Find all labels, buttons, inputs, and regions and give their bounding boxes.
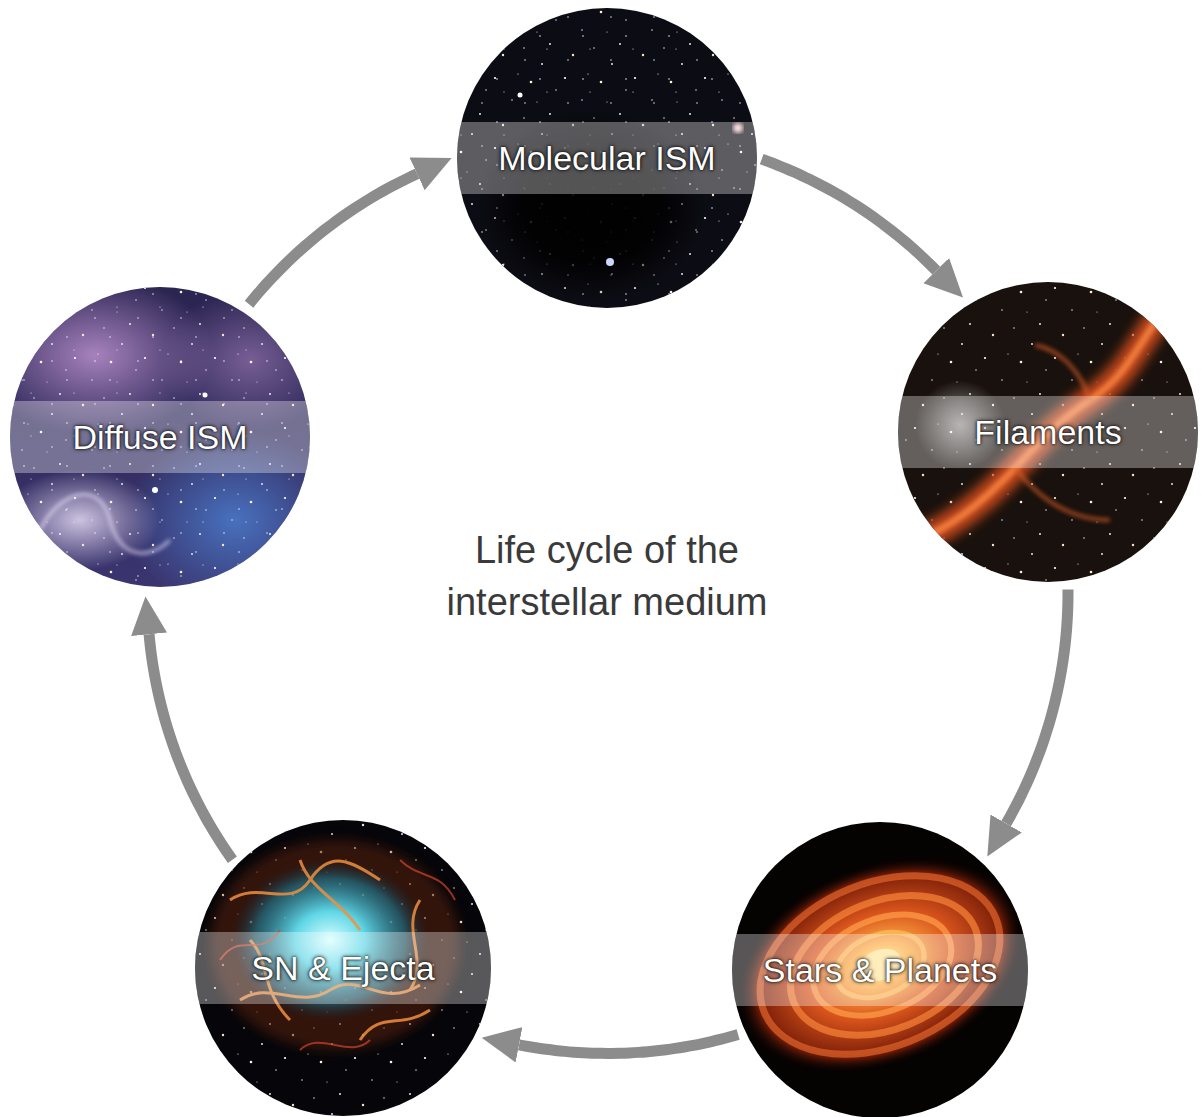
stage-circle: Diffuse ISM <box>10 287 310 587</box>
stage-label: Molecular ISM <box>498 139 715 178</box>
cycle-arrow <box>762 159 937 270</box>
stage-circle: SN & Ejecta <box>195 820 491 1116</box>
diffuse-nebula-photo <box>0 275 345 610</box>
diagram-title: Life cycle of the interstellar medium <box>407 524 807 629</box>
label-band: Stars & Planets <box>732 934 1028 1006</box>
cycle-arrow <box>1006 589 1068 823</box>
stage-circle: Stars & Planets <box>732 822 1028 1117</box>
label-band: Filaments <box>898 396 1198 468</box>
cycle-arrow <box>249 174 417 304</box>
dark-cloud-photo <box>450 0 770 320</box>
stage-circle: Molecular ISM <box>457 8 757 308</box>
supernova-remnant-photo <box>190 815 500 1117</box>
protoplanetary-disc-photo <box>703 815 1056 1117</box>
stage-circle: Filaments <box>898 282 1198 582</box>
stage-label: Stars & Planets <box>763 951 997 990</box>
cycle-arrow <box>519 1035 738 1054</box>
filament-photo <box>895 280 1203 590</box>
stage-label: SN & Ejecta <box>251 949 434 988</box>
label-band: Molecular ISM <box>457 122 757 194</box>
label-band: Diffuse ISM <box>10 401 310 473</box>
stage-label: Diffuse ISM <box>72 418 247 457</box>
label-band: SN & Ejecta <box>195 932 491 1004</box>
cycle-arrow <box>149 634 232 859</box>
stage-label: Filaments <box>974 413 1121 452</box>
